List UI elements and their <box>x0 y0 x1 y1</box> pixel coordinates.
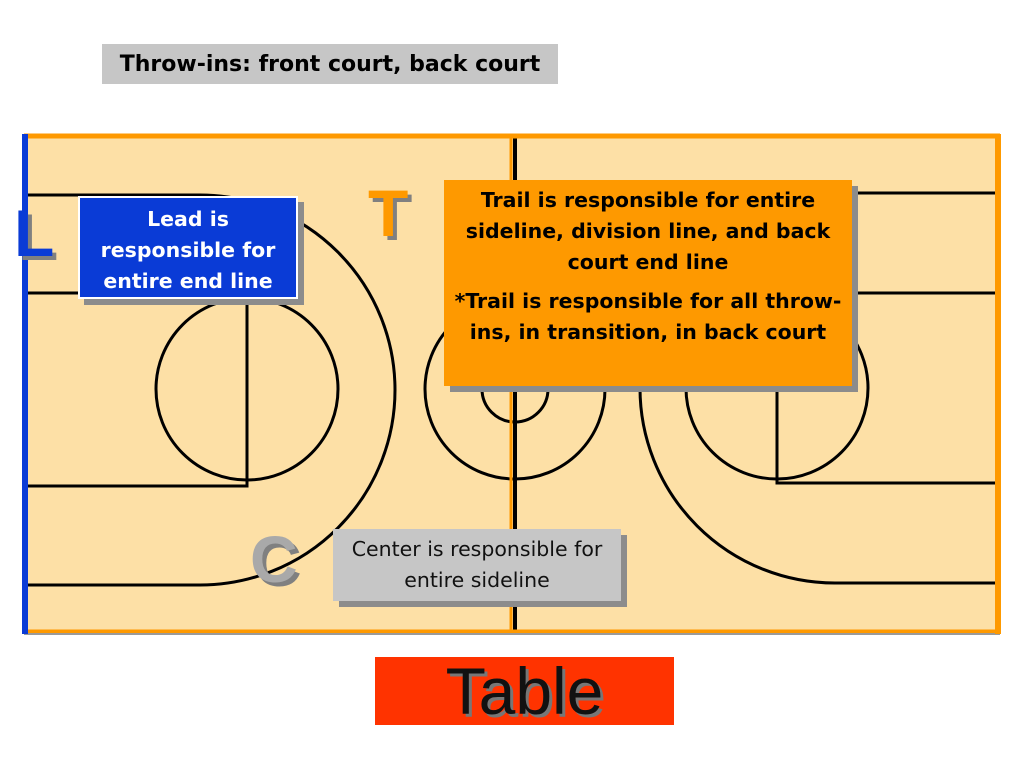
trail-callout-text-2: *Trail is responsible for all throw-ins,… <box>454 289 842 344</box>
scorer-table-label: Table <box>375 657 674 725</box>
center-callout: Center is responsible for entire sidelin… <box>333 529 621 601</box>
lead-callout-text: Lead is responsible for entire end line <box>100 207 276 293</box>
right-key-lane <box>775 291 1000 485</box>
trail-official-marker: T <box>368 176 409 250</box>
slide-title: Throw-ins: front court, back court <box>102 44 558 84</box>
trail-callout-text-1: Trail is responsible for entire sideline… <box>465 188 831 274</box>
lead-callout: Lead is responsible for entire end line <box>78 196 298 299</box>
trail-callout: Trail is responsible for entire sideline… <box>444 180 852 386</box>
lead-official-marker: L <box>14 196 55 270</box>
center-official-marker: C <box>250 522 298 596</box>
center-callout-text: Center is responsible for entire sidelin… <box>351 537 603 592</box>
